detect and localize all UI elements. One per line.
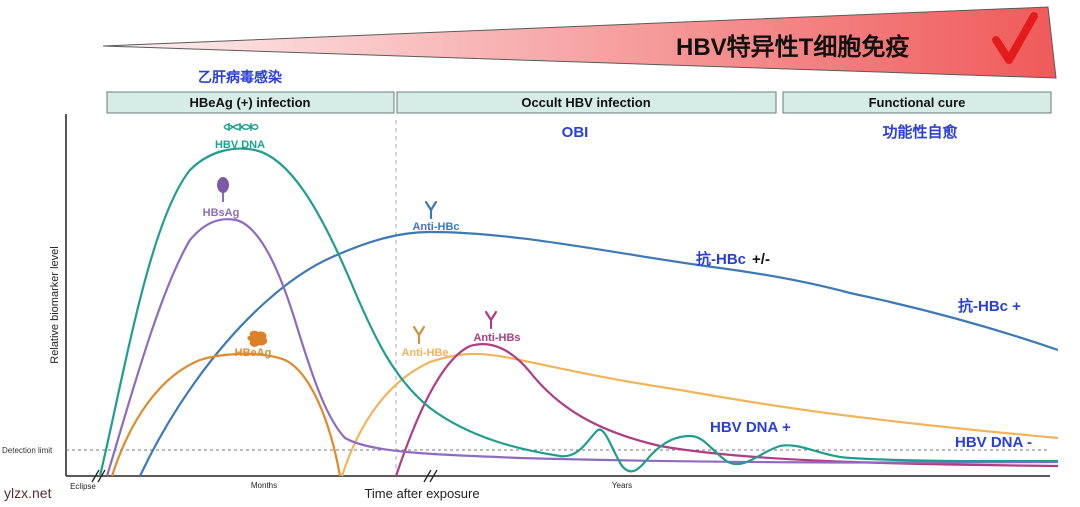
- annotation-anti-hbc-plus-minus: 抗-HBc +/-: [696, 250, 770, 268]
- label-hbeag: HBeAg: [235, 347, 272, 359]
- phase-boxes: HBeAg (+) infection Occult HBV infection…: [106, 91, 1052, 114]
- curve-anti-hbc: [139, 230, 1059, 477]
- y-axis-label: Relative biomarker level: [49, 246, 61, 363]
- phase-note-obi: OBI: [562, 124, 589, 141]
- detection-limit-label: Detection limit: [2, 446, 53, 455]
- annotation-anti-hbc-plus: 抗-HBc +: [958, 297, 1021, 315]
- label-anti-hbs: Anti-HBs: [473, 332, 520, 344]
- phase-label-functional-cure: Functional cure: [869, 95, 966, 110]
- watermark: ylzx.net: [4, 485, 52, 501]
- x-axis-label: Time after exposure: [364, 486, 479, 501]
- curve-anti-hbs: [394, 342, 1059, 477]
- label-hbv-dna: HBV DNA: [215, 139, 265, 151]
- annotation-hbv-dna-minus: HBV DNA -: [955, 434, 1032, 451]
- phase-note-functional-cure: 功能性自愈: [882, 123, 958, 141]
- phase-box-functional-cure: [782, 91, 1052, 114]
- hbsag-lollipop-icon: [217, 177, 229, 202]
- red-checkmark-icon: [992, 12, 1038, 64]
- label-anti-hbc: Anti-HBc: [412, 221, 459, 233]
- phase-label-occult-infection: Occult HBV infection: [521, 95, 650, 110]
- curve-hbeag: [110, 352, 342, 477]
- curve-anti-hbe: [340, 352, 1059, 477]
- curves: [98, 147, 1059, 477]
- phase-box-hbeag-infection: [106, 91, 395, 114]
- dna-helix-icon: [223, 123, 259, 131]
- axis-break-icon-middle: [423, 469, 438, 483]
- antibody-icon-anti-hbs: [484, 310, 498, 330]
- label-anti-hbe: Anti-HBe: [401, 347, 448, 359]
- antibody-icon-anti-hbc: [424, 200, 438, 220]
- annotation-hbv-dna-plus: HBV DNA +: [710, 419, 791, 436]
- phase-label-hbeag-infection: HBeAg (+) infection: [190, 95, 311, 110]
- annotation-anti-hbc-suffix: +/-: [752, 251, 770, 268]
- phase-box-occult-infection: [396, 91, 777, 114]
- label-hbsag: HBsAg: [203, 207, 240, 219]
- tick-label-years: Years: [612, 481, 632, 490]
- header-note: 乙肝病毒感染: [198, 69, 283, 85]
- tick-label-eclipse: Eclipse: [70, 482, 96, 491]
- curve-hbsag: [105, 218, 1059, 477]
- axis-break-icon-left: [91, 469, 106, 483]
- annotation-anti-hbc-prefix: 抗-HBc: [696, 250, 746, 268]
- tick-label-months: Months: [251, 481, 277, 490]
- banner-title: HBV特异性T细胞免疫: [676, 33, 909, 61]
- antibody-icon-anti-hbe: [412, 325, 426, 345]
- curve-hbv-dna: [98, 147, 1059, 477]
- t-cell-immunity-wedge: [102, 6, 1057, 79]
- hbeag-blob-icon: [247, 330, 268, 347]
